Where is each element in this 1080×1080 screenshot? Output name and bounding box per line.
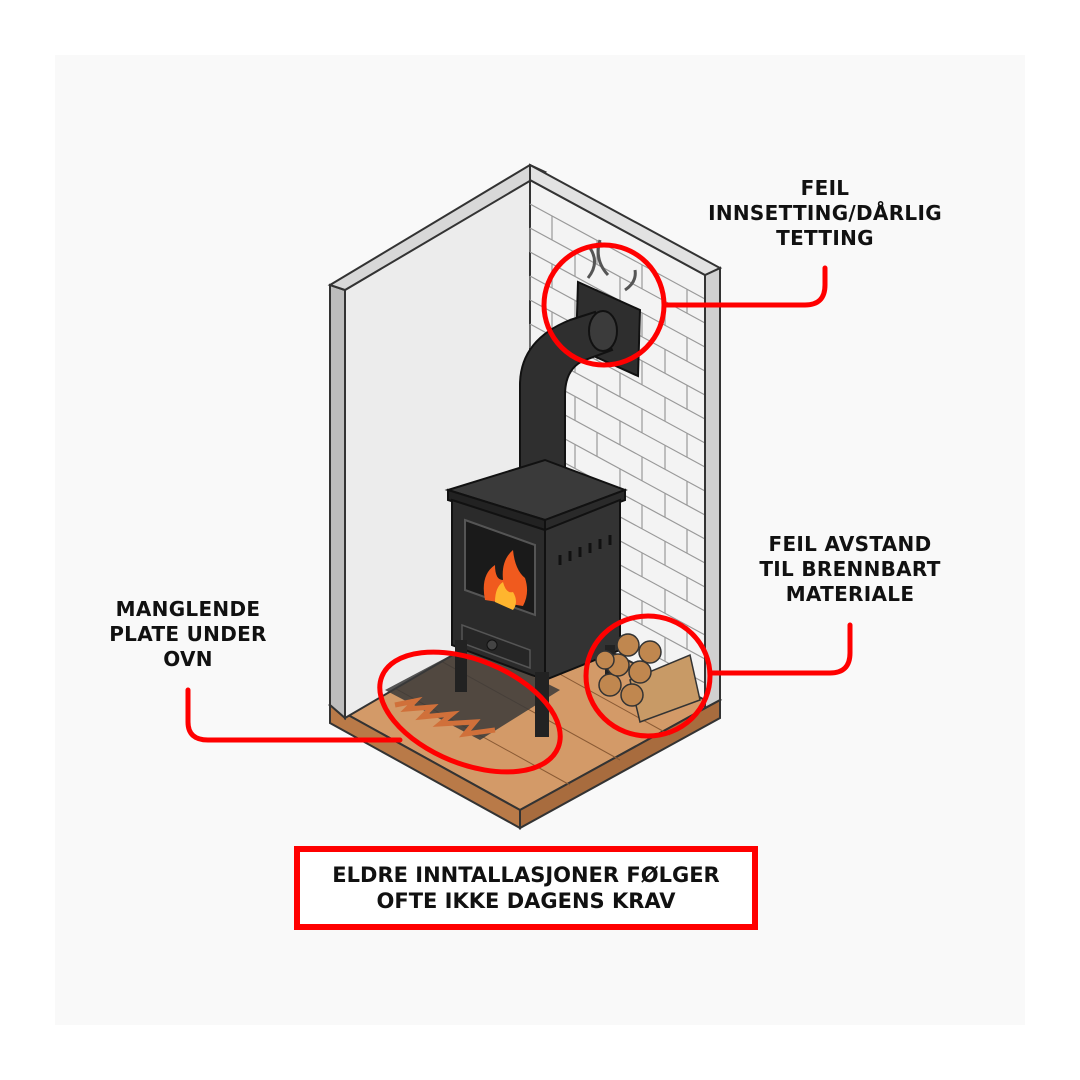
footer-warning-box: ELDRE INNTALLASJONER FØLGER OFTE IKKE DA… <box>294 846 758 930</box>
leader-left <box>185 687 403 743</box>
brick-course <box>529 203 706 300</box>
footer-line: ELDRE INNTALLASJONER FØLGER <box>332 863 720 887</box>
label-line: TIL BRENNBART <box>759 557 941 581</box>
footer-line: OFTE IKKE DAGENS KRAV <box>376 889 676 913</box>
label-combustible-distance: FEIL AVSTAND TIL BRENNBART MATERIALE <box>720 532 980 607</box>
label-line: OVN <box>163 647 213 671</box>
label-line: MATERIALE <box>785 582 915 606</box>
label-line: FEIL AVSTAND <box>768 532 932 556</box>
label-line: TETTING <box>776 226 874 250</box>
leader-top <box>661 265 828 308</box>
label-missing-floor-plate: MANGLENDE PLATE UNDER OVN <box>70 597 306 672</box>
label-line: INNSETTING/DÅRLIG <box>708 201 942 225</box>
label-line: MANGLENDE <box>115 597 261 621</box>
highlight-firewood <box>583 613 713 739</box>
callout-markers <box>185 242 853 775</box>
highlight-floor <box>377 649 563 775</box>
firewood-box <box>595 633 701 723</box>
label-chimney-sealing: FEIL INNSETTING/DÅRLIG TETTING <box>680 176 970 251</box>
label-line: FEIL <box>800 176 850 200</box>
chimney-pipe <box>519 239 642 496</box>
label-line: PLATE UNDER <box>109 622 267 646</box>
leader-right <box>707 622 853 676</box>
